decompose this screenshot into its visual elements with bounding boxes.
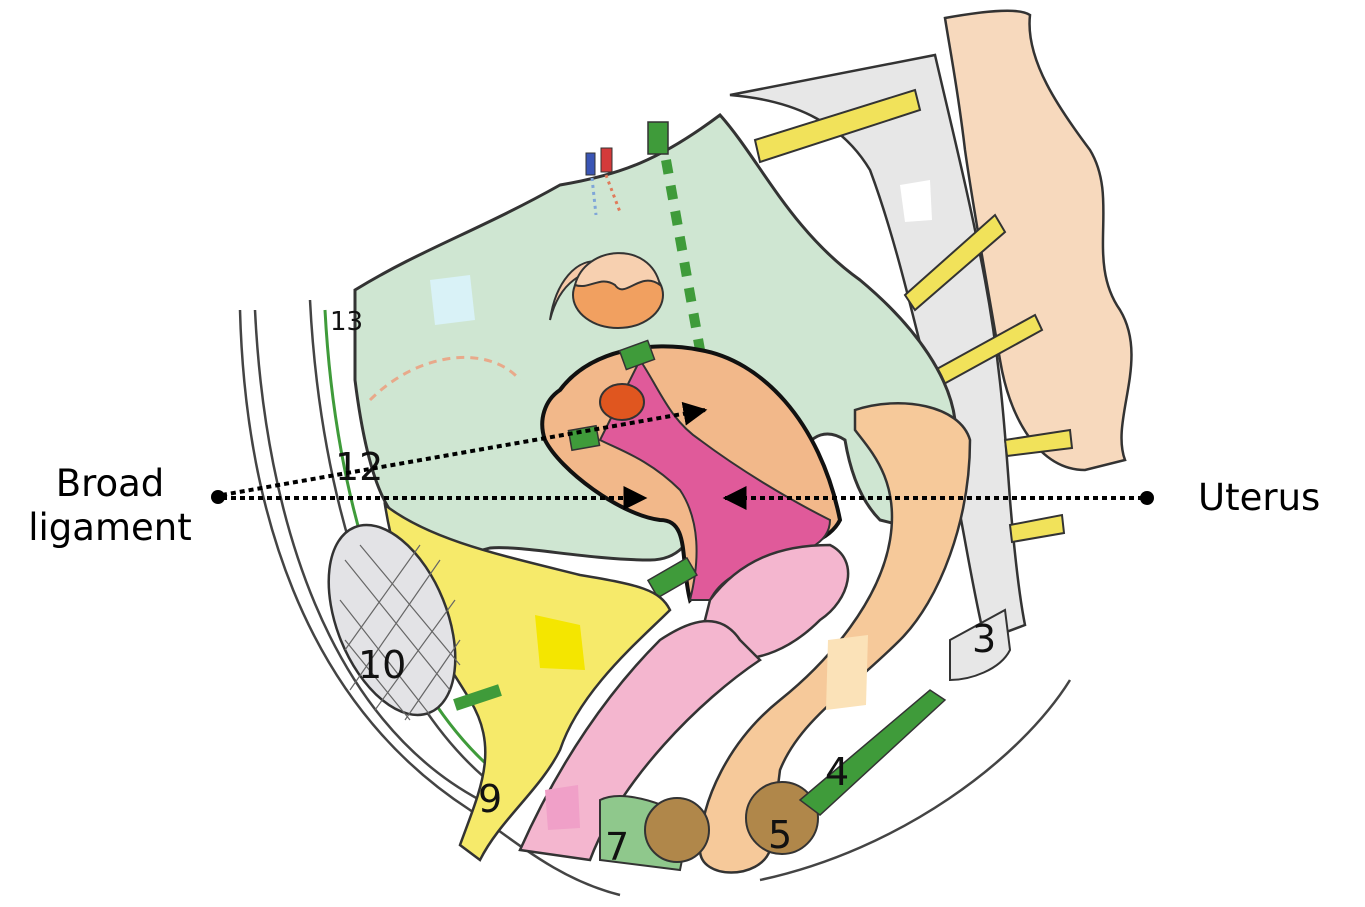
number-7: 7 [605, 825, 629, 869]
round-ligament-stump [600, 384, 644, 420]
artery-vessel [601, 148, 612, 172]
sacrum-white-patch [900, 180, 932, 222]
broad-ligament-label-line2: ligament [10, 506, 210, 550]
broad-ligament-label-line1: Broad [10, 462, 210, 506]
number-5: 5 [768, 813, 792, 857]
uterus-label: Uterus [1198, 476, 1320, 520]
anal-sphincter-7 [645, 798, 709, 862]
number-3: 3 [972, 617, 996, 661]
number-10: 10 [358, 643, 406, 687]
vein-vessel [586, 153, 595, 175]
broad-ligament-label: Broad ligament [10, 462, 210, 550]
number-9: 9 [478, 777, 502, 821]
vaginal-pink-patch [545, 785, 580, 830]
highlight-square [430, 275, 475, 325]
ureter-top [648, 122, 668, 154]
number-4: 4 [825, 750, 849, 794]
number-13: 13 [330, 307, 363, 337]
rectum-highlight [826, 635, 868, 710]
